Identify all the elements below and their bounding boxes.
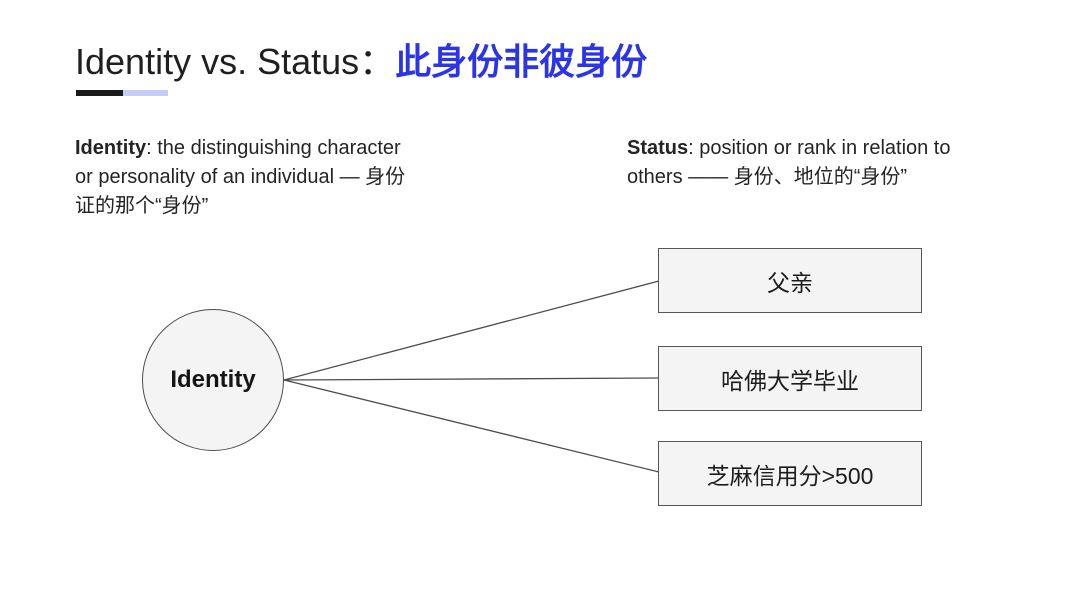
definition-identity: Identity: the distinguishing character o… <box>75 134 515 221</box>
definition-status-line1: Status: position or rank in relation to <box>627 134 1067 163</box>
definition-identity-term: Identity <box>75 137 147 159</box>
definition-identity-line1-rest: : the distinguishing character <box>146 137 401 159</box>
definition-identity-line1: Identity: the distinguishing character <box>75 134 515 163</box>
underline-black-segment <box>76 90 123 96</box>
definition-identity-line3: 证的那个“身份” <box>75 195 209 217</box>
underline-lavender-segment <box>123 90 168 96</box>
status-box-father: 父亲 <box>658 248 922 313</box>
connector-line-top <box>283 280 660 381</box>
identity-node-label: Identity <box>170 366 256 393</box>
definition-status-line2: others —— 身份、地位的“身份” <box>627 166 908 188</box>
status-box-harvard: 哈佛大学毕业 <box>658 346 922 411</box>
title-underline <box>76 90 168 96</box>
definition-status-line1-rest: : position or rank in relation to <box>688 137 951 159</box>
title-chinese: 此身份非彼身份 <box>395 41 648 82</box>
connector-line-middle <box>283 377 660 381</box>
identity-circle-node: Identity <box>142 309 284 451</box>
page-title: Identity vs. Status：此身份非彼身份 <box>75 40 647 83</box>
connector-line-bottom <box>283 379 660 473</box>
status-box-sesame-credit: 芝麻信用分>500 <box>658 441 922 506</box>
definition-identity-line2: or personality of an individual — 身份 <box>75 166 406 188</box>
definition-status-term: Status <box>627 137 689 159</box>
status-box-sesame-credit-label: 芝麻信用分>500 <box>706 462 874 489</box>
status-box-harvard-label: 哈佛大学毕业 <box>721 367 859 394</box>
definition-status: Status: position or rank in relation to … <box>627 134 1067 192</box>
status-box-father-label: 父亲 <box>767 269 813 296</box>
title-english: Identity vs. Status： <box>75 41 396 82</box>
